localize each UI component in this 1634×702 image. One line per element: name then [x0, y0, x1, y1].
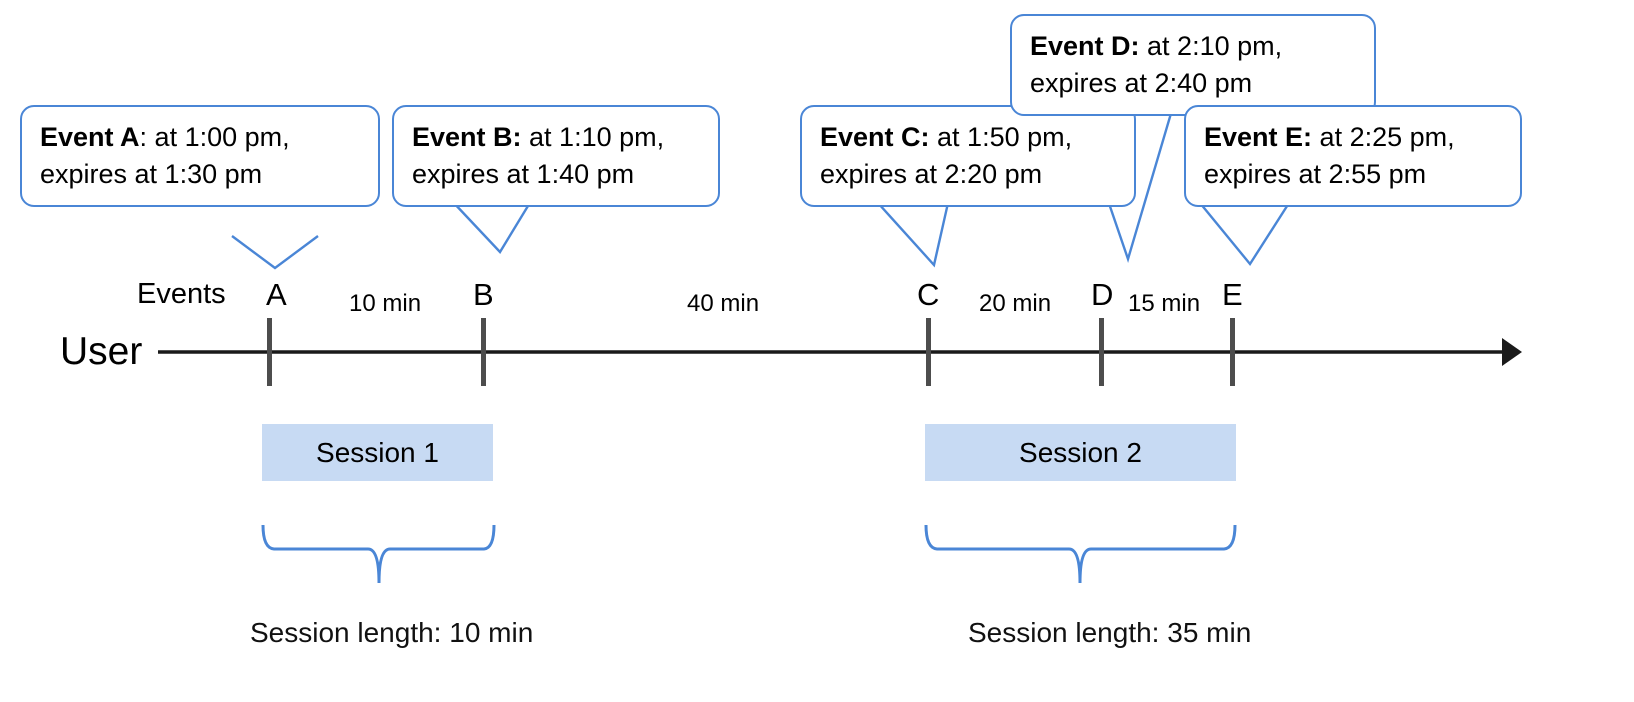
callout-a-lead: Event A — [40, 122, 140, 152]
lane-label-user: User — [60, 330, 143, 373]
callout-event-c: Event C: at 1:50 pm, expires at 2:20 pm — [800, 105, 1136, 207]
marker-label-c: C — [917, 277, 940, 312]
callout-b-line2: expires at 1:40 pm — [412, 159, 635, 189]
callout-a-sep: : — [139, 122, 148, 152]
tick-marker-b — [481, 318, 486, 386]
session-box-1: Session 1 — [262, 424, 493, 481]
tick-marker-c — [926, 318, 931, 386]
callout-tail-a — [231, 235, 319, 270]
callout-c-lead: Event C: — [820, 122, 930, 152]
callout-a-rest: at 1:00 pm, — [147, 122, 290, 152]
interval-label-b-c: 40 min — [687, 290, 760, 317]
callout-e-lead: Event E: — [1204, 122, 1313, 152]
tick-marker-a — [267, 318, 272, 386]
session-box-2: Session 2 — [925, 424, 1236, 481]
callout-tail-b — [451, 200, 533, 254]
callout-event-b: Event B: at 1:10 pm, expires at 1:40 pm — [392, 105, 720, 207]
callout-e-line2: expires at 2:55 pm — [1204, 159, 1427, 189]
session-1-label: Session 1 — [316, 436, 439, 468]
interval-label-a-b: 10 min — [349, 290, 422, 317]
callout-event-d: Event D: at 2:10 pm, expires at 2:40 pm — [1010, 14, 1376, 116]
callout-a-line1: Event A: at 1:00 pm, — [40, 119, 362, 156]
callout-b-rest: at 1:10 pm, — [521, 122, 665, 152]
lane-label-events: Events — [137, 278, 226, 310]
tick-marker-d — [1099, 318, 1104, 386]
brace-session-1 — [261, 524, 496, 584]
tick-marker-e — [1230, 318, 1235, 386]
brace-session-2 — [924, 524, 1237, 584]
callout-c-line1: Event C: at 1:50 pm, — [820, 119, 1118, 156]
callout-tail-e — [1199, 202, 1291, 267]
marker-label-a: A — [266, 277, 287, 312]
timeline-arrow-icon — [1502, 338, 1522, 366]
callout-d-lead: Event D: — [1030, 31, 1140, 61]
callout-e-line1: Event E: at 2:25 pm, — [1204, 119, 1504, 156]
marker-label-b: B — [473, 277, 494, 312]
callout-d-line1: Event D: at 2:10 pm, — [1030, 28, 1358, 65]
interval-label-c-d: 20 min — [979, 290, 1052, 317]
marker-label-d: D — [1091, 277, 1114, 312]
interval-label-d-e: 15 min — [1128, 290, 1201, 317]
session-2-label: Session 2 — [1019, 436, 1142, 468]
callout-e-rest: at 2:25 pm, — [1312, 122, 1455, 152]
callout-tail-c — [877, 202, 950, 268]
callout-b-line1: Event B: at 1:10 pm, — [412, 119, 702, 156]
callout-event-a: Event A: at 1:00 pm, expires at 1:30 pm — [20, 105, 380, 207]
marker-label-e: E — [1222, 277, 1243, 312]
callout-d-line2: expires at 2:40 pm — [1030, 68, 1253, 98]
callout-event-e: Event E: at 2:25 pm, expires at 2:55 pm — [1184, 105, 1522, 207]
callout-a-line2: expires at 1:30 pm — [40, 159, 263, 189]
callout-c-rest: at 1:50 pm, — [929, 122, 1073, 152]
callout-c-line2: expires at 2:20 pm — [820, 159, 1043, 189]
callout-b-lead: Event B: — [412, 122, 522, 152]
session-2-caption: Session length: 35 min — [968, 617, 1252, 648]
session-1-caption: Session length: 10 min — [250, 617, 534, 648]
callout-d-rest: at 2:10 pm, — [1139, 31, 1283, 61]
